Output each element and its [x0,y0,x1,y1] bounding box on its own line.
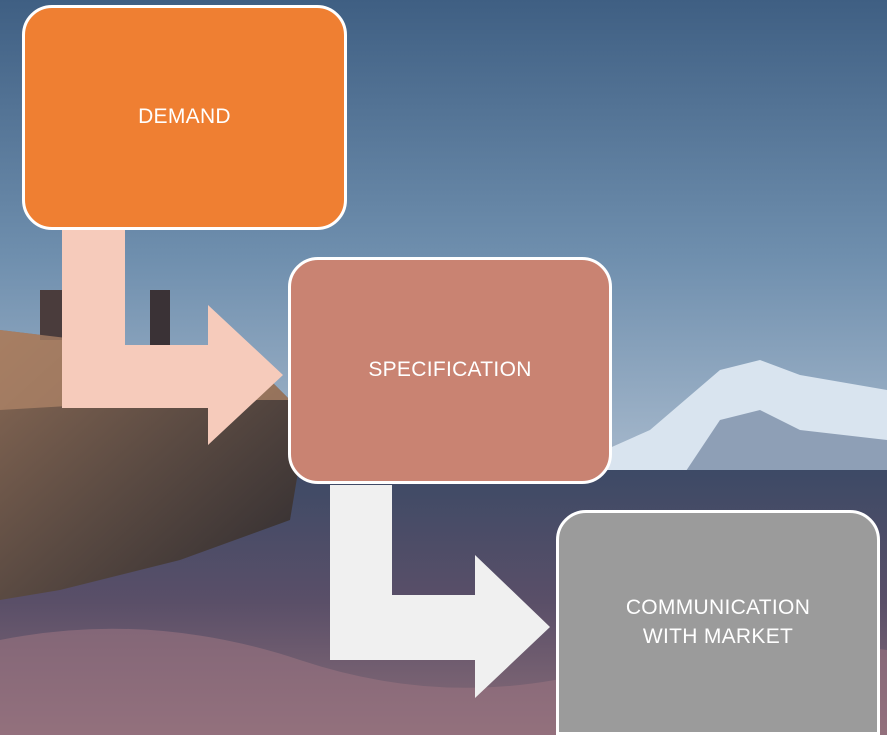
arrow-specification-to-communication [330,485,550,698]
step-specification: SPECIFICATION [288,257,612,484]
step-communication-label: COMMUNICATION WITH MARKET [625,596,811,648]
step-demand: DEMAND [22,5,347,230]
mountain-shadow [680,410,887,480]
step-communication-with-market: COMMUNICATION WITH MARKET [556,510,880,735]
step-specification-label: SPECIFICATION [368,358,532,382]
step-demand-label: DEMAND [138,105,231,129]
boat-mast [150,290,170,350]
arrow-demand-to-specification [62,230,283,445]
boat-antenna [40,290,62,340]
